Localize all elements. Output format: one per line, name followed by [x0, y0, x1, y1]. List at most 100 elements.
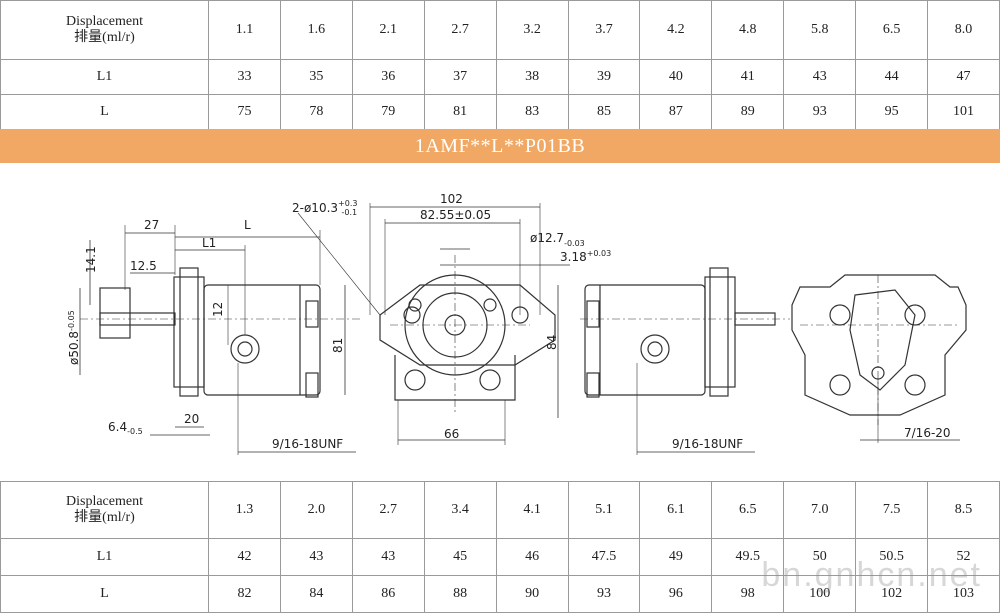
l1-cell: 38 — [495, 59, 569, 95]
displacement-cell: 2.0 — [279, 481, 353, 539]
dim-l-label: L — [244, 218, 251, 232]
l-cell: 87 — [639, 94, 713, 130]
l1-cell: 43 — [783, 59, 857, 95]
l1-cell: 50.5 — [855, 538, 929, 576]
l1-cell: 37 — [423, 59, 497, 95]
rear-thread-label: 7/16-20 — [904, 426, 951, 440]
l-header-cell: L — [0, 575, 209, 613]
l1-cell: 39 — [567, 59, 641, 95]
l1-cell: 36 — [351, 59, 425, 95]
displacement-cell: 8.0 — [927, 0, 1000, 60]
l1-cell: 42 — [208, 538, 281, 576]
l-cell: 75 — [208, 94, 281, 130]
dim-81-label: 81 — [331, 338, 345, 353]
displacement-cell: 6.5 — [855, 0, 929, 60]
dim-102-label: 102 — [440, 192, 463, 206]
displacement-cell: 5.1 — [567, 481, 641, 539]
l-cell: 93 — [783, 94, 857, 130]
dim-shaft-diameter-label: ø50.8-0.05 — [67, 310, 81, 365]
table-row-l1: L1 42 43 43 45 46 47.5 49 49.5 50 50.5 5… — [0, 538, 1000, 576]
l-cell: 96 — [639, 575, 713, 613]
l1-cell: 43 — [279, 538, 353, 576]
table-row-displacement: Displacement 排量(ml/r) 1.1 1.6 2.1 2.7 3.… — [0, 0, 1000, 60]
dim-84-label: 84 — [545, 335, 559, 350]
displacement-cell: 3.2 — [495, 0, 569, 60]
table-row-l: L 75 78 79 81 83 85 87 89 93 95 101 — [0, 94, 1000, 130]
displacement-cell: 3.7 — [567, 0, 641, 60]
displacement-cell: 4.2 — [639, 0, 713, 60]
l-cell: 102 — [855, 575, 929, 613]
displacement-cell: 2.1 — [351, 0, 425, 60]
l1-cell: 43 — [351, 538, 425, 576]
displacement-cell: 7.5 — [855, 481, 929, 539]
front-view-flange — [297, 203, 570, 445]
l-header-cell: L — [0, 94, 209, 130]
displacement-cell: 1.6 — [279, 0, 353, 60]
displacement-label-cn: 排量(ml/r) — [74, 510, 135, 525]
mounting-holes-label: 2-ø10.3+0.3-0.1 — [292, 199, 357, 217]
dim-3-18-label: 3.18+0.03 — [560, 249, 611, 264]
l-cell: 89 — [711, 94, 785, 130]
dim-6-4-label: 6.4-0.5 — [108, 420, 143, 436]
l1-cell: 40 — [639, 59, 713, 95]
dim-12-label: 12 — [211, 302, 225, 317]
l1-header-cell: L1 — [0, 538, 209, 576]
thread-spec-label-2: 9/16-18UNF — [672, 437, 743, 451]
dim-14-1-label: 14.1 — [84, 246, 98, 273]
side-view-right — [580, 267, 790, 455]
dim-20-label: 20 — [184, 412, 199, 426]
l-cell: 95 — [855, 94, 929, 130]
l-cell: 84 — [279, 575, 353, 613]
dim-66-label: 66 — [444, 427, 459, 441]
displacement-label-en: Displacement — [66, 494, 143, 509]
displacement-cell: 4.1 — [495, 481, 569, 539]
l-cell: 78 — [279, 94, 353, 130]
table-row-displacement: Displacement 排量(ml/r) 1.3 2.0 2.7 3.4 4.… — [0, 481, 1000, 539]
l-cell: 93 — [567, 575, 641, 613]
l1-cell: 47.5 — [567, 538, 641, 576]
displacement-cell: 6.5 — [711, 481, 785, 539]
displacement-header-cell: Displacement 排量(ml/r) — [0, 0, 209, 60]
l-cell: 81 — [423, 94, 497, 130]
displacement-cell: 7.0 — [783, 481, 857, 539]
dim-12-5-label: 12.5 — [130, 259, 157, 273]
displacement-cell: 6.1 — [639, 481, 713, 539]
l1-header-cell: L1 — [0, 59, 209, 95]
watermark: bn.gnhcn.net — [761, 556, 982, 594]
l1-cell: 41 — [711, 59, 785, 95]
thread-spec-label: 9/16-18UNF — [272, 437, 343, 451]
displacement-cell: 1.1 — [208, 0, 281, 60]
l-cell: 90 — [495, 575, 569, 613]
displacement-cell: 3.4 — [423, 481, 497, 539]
displacement-cell: 2.7 — [423, 0, 497, 60]
displacement-label-en: Displacement — [66, 14, 143, 29]
l1-cell: 35 — [279, 59, 353, 95]
dim-l1-label: L1 — [202, 236, 216, 250]
table-row-l: L 82 84 86 88 90 93 96 98 100 102 103 — [0, 575, 1000, 613]
l-cell: 79 — [351, 94, 425, 130]
l1-cell: 49 — [639, 538, 713, 576]
displacement-label-cn: 排量(ml/r) — [74, 30, 135, 45]
displacement-cell: 5.8 — [783, 0, 857, 60]
displacement-cell: 4.8 — [711, 0, 785, 60]
table-row-l1: L1 33 35 36 37 38 39 40 41 43 44 47 — [0, 59, 1000, 95]
spec-table-bottom: Displacement 排量(ml/r) 1.3 2.0 2.7 3.4 4.… — [0, 481, 1000, 613]
l-cell: 85 — [567, 94, 641, 130]
l1-cell: 47 — [927, 59, 1000, 95]
model-banner: 1AMF**L**P01BB — [0, 129, 1000, 163]
l1-cell: 46 — [495, 538, 569, 576]
displacement-cell: 8.5 — [927, 481, 1000, 539]
l1-cell: 49.5 — [711, 538, 785, 576]
displacement-cell: 1.3 — [208, 481, 281, 539]
displacement-cell: 2.7 — [351, 481, 425, 539]
spec-table-top: Displacement 排量(ml/r) 1.1 1.6 2.1 2.7 3.… — [0, 0, 1000, 130]
l-cell: 100 — [783, 575, 857, 613]
l1-cell: 45 — [423, 538, 497, 576]
technical-drawing: 27 L L1 12.5 14.1 ø50.8-0.05 12 81 6.4-0… — [67, 192, 967, 455]
displacement-header-cell: Displacement 排量(ml/r) — [0, 481, 209, 539]
dim-12-7-label: ø12.7-0.03 — [530, 231, 585, 248]
l1-cell: 33 — [208, 59, 281, 95]
dim-27-label: 27 — [144, 218, 159, 232]
side-view-left — [79, 225, 360, 455]
l-cell: 82 — [208, 575, 281, 613]
